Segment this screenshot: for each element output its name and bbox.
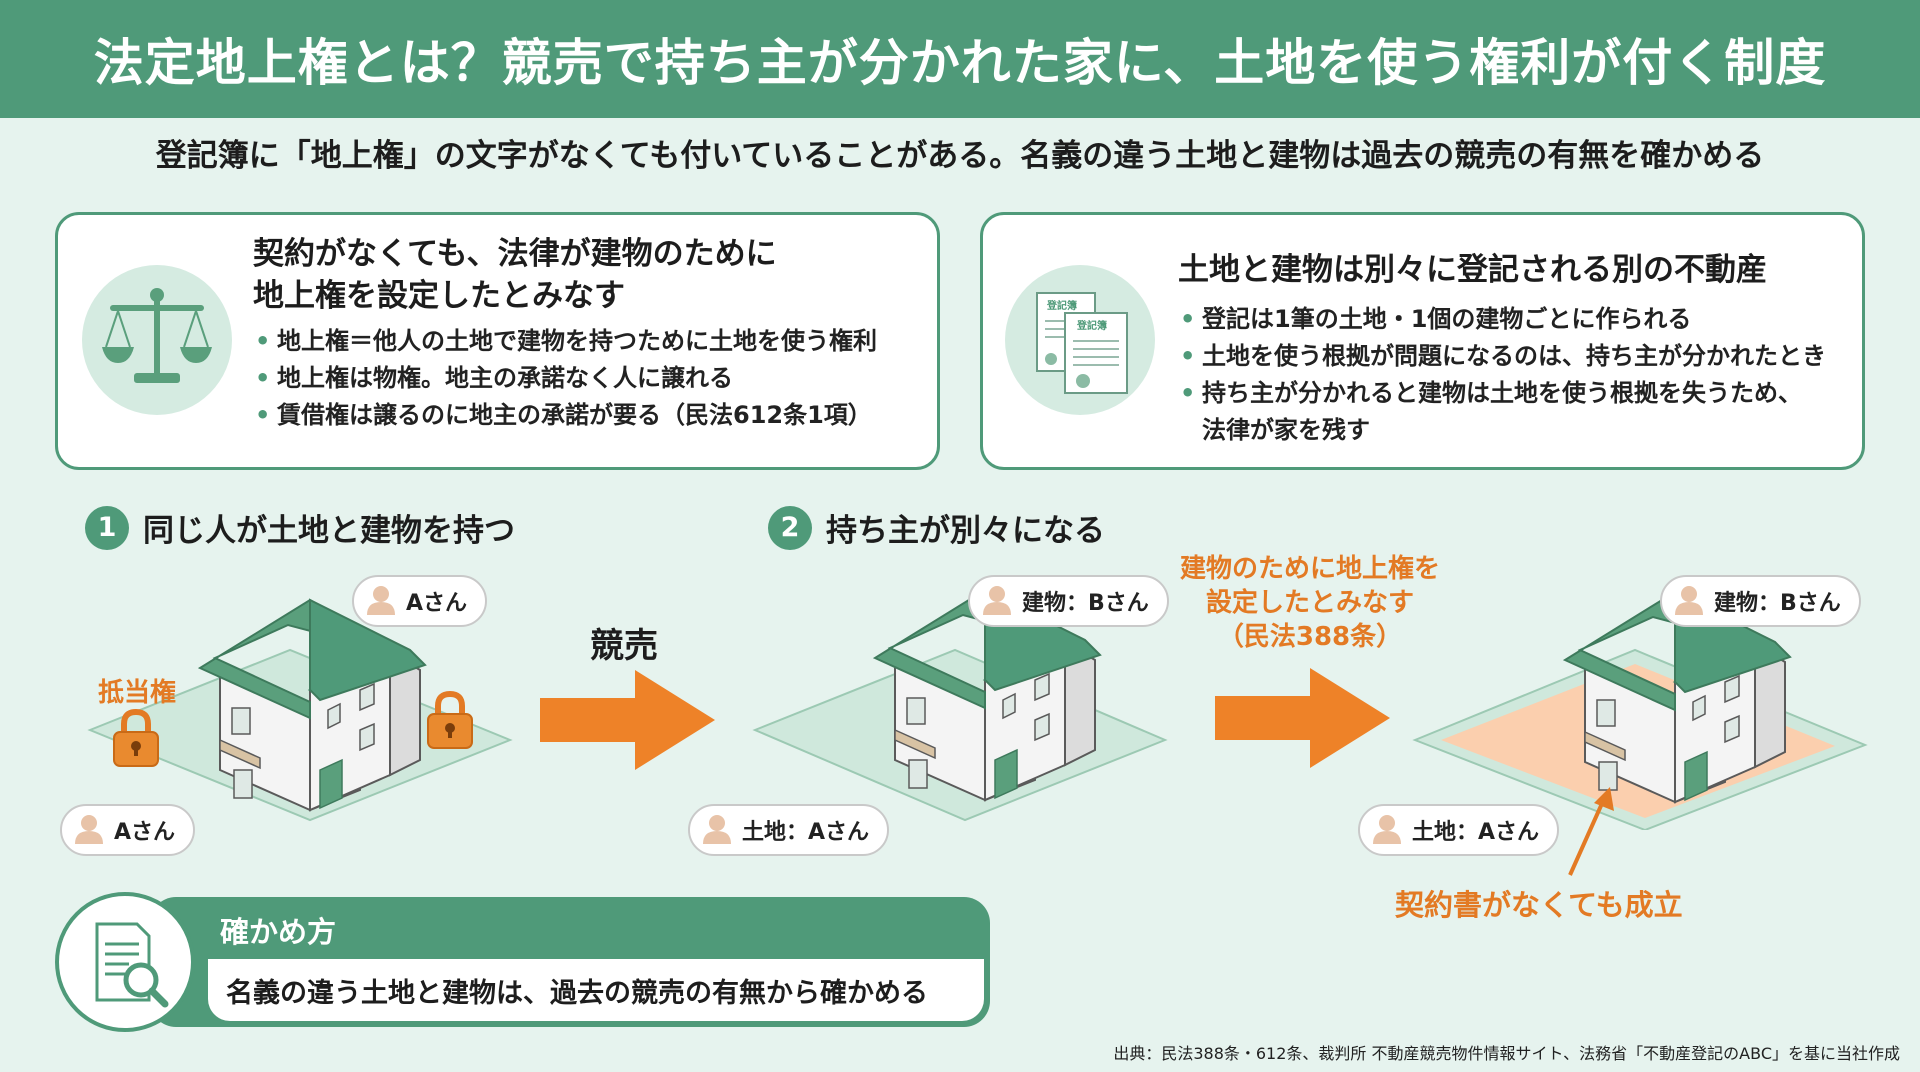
card-right-bullet: 持ち主が分かれると建物は土地を使う根拠を失うため、法律が家を残す [1178,375,1858,449]
arrow-right-icon [540,670,715,770]
person-icon [75,815,103,844]
arrow-right-icon [1215,668,1390,768]
card-right-bullet: 土地を使う根拠が問題になるのは、持ち主が分かれたとき [1178,338,1858,375]
card-left-heading-1: 契約がなくても、法律が建物のために [253,236,777,272]
callout-no-contract: 契約書がなくても成立 [1395,888,1683,922]
owner-badge: Aさん [352,575,488,627]
step-1-heading: 1 同じ人が土地と建物を持つ [85,505,515,550]
page-subtitle: 登記簿に「地上権」の文字がなくても付いていることがある。名義の違う土地と建物は過… [155,138,1765,174]
registry-label-1: 登記簿 [1046,299,1077,312]
card-left-bullet: 地上権は物権。地主の承諾なく人に譲れる [253,360,923,397]
lock-icon [110,708,162,772]
check-method-box: 確かめ方 名義の違う土地と建物は、過去の競売の有無から確かめる [150,897,990,1027]
person-icon [367,586,395,615]
card-right-bullet: 登記は1筆の土地・1個の建物ごとに作られる [1178,301,1858,338]
auction-label: 競売 [590,626,658,666]
card-left-bullet: 賃借権は譲るのに地主の承諾が要る（民法612条1項） [253,397,923,434]
card-separate-registration: 登記簿 登記簿 土地と建物は別々に登記される別の不動産 登記は1筆の土地・1個の… [980,212,1865,470]
owner-badge: Aさん [60,804,196,856]
card-right-heading: 土地と建物は別々に登記される別の不動産 [1178,252,1767,288]
source-note: 出典：民法388条・612条、裁判所 不動産競売物件情報サイト、法務省「不動産登… [1113,1044,1900,1063]
registry-label-2: 登記簿 [1076,319,1107,332]
mortgage-label: 抵当権 [98,678,177,708]
step-number: 1 [85,505,129,550]
scene-1-illustration [87,589,530,822]
card-left-heading-2: 地上権を設定したとみなす [253,278,625,314]
card-legal-basis: 契約がなくても、法律が建物のために 地上権を設定したとみなす 地上権＝他人の土地… [55,212,940,470]
page-title: 法定地上権とは？競売で持ち主が分かれた家に、土地を使う権利が付く制度 [0,0,1920,118]
person-icon [1373,815,1401,844]
card-left-bullet: 地上権＝他人の土地で建物を持つために土地を使う権利 [253,323,923,360]
step-2-heading: 2 持ち主が別々になる [768,505,1105,550]
owner-badge: 土地：Aさん [1358,804,1560,856]
search-document-icon [55,892,195,1032]
owner-badge: 建物：Bさん [1660,575,1861,627]
person-icon [983,586,1011,615]
step-number: 2 [768,505,812,550]
owner-badge: 建物：Bさん [968,575,1169,627]
scene-3-illustration [1412,581,1875,830]
person-icon [703,815,731,844]
step-label: 同じ人が土地と建物を持つ [143,513,515,549]
check-method-text: 名義の違う土地と建物は、過去の競売の有無から確かめる [226,977,928,1009]
lock-icon [424,690,476,754]
scene-2-illustration [752,579,1175,822]
step-label: 持ち主が別々になる [826,513,1105,549]
registry-document-icon: 登記簿 登記簿 [1005,265,1155,415]
legal-note: 建物のために地上権を 設定したとみなす （民法388条） [1179,554,1440,652]
person-icon [1675,586,1703,615]
check-method-title: 確かめ方 [220,915,337,949]
owner-badge: 土地：Aさん [688,804,890,856]
callout-arrow-icon [1568,787,1614,876]
scales-icon [82,265,232,415]
